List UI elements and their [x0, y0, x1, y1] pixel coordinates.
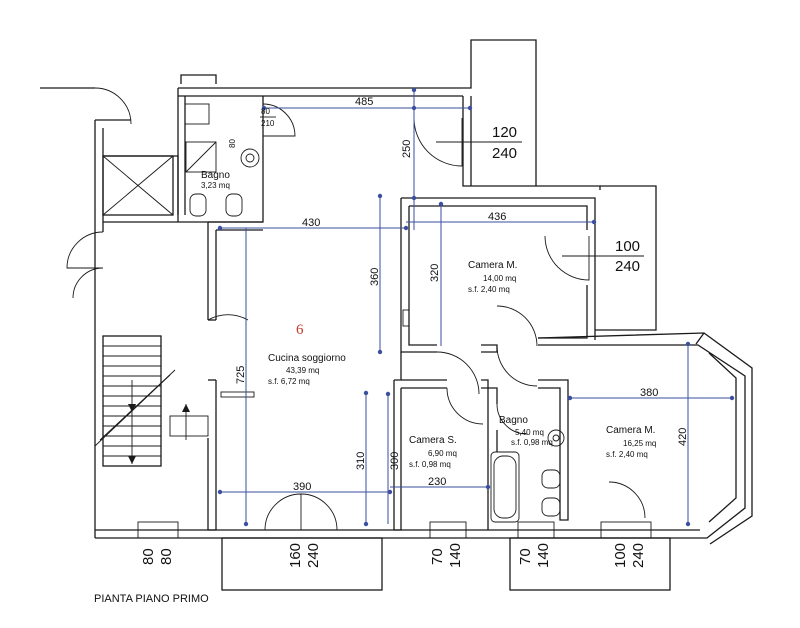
dim-390: 390 — [293, 481, 311, 493]
dim-250: 250 — [401, 140, 413, 158]
room-camera-m-top-area: 14,00 mq — [483, 274, 516, 283]
room-camera-m-right-name: Camera M. — [606, 425, 655, 436]
opening-b2-height: 240 — [305, 543, 322, 568]
room-cucina-name: Cucina soggiorno — [268, 353, 346, 364]
opening-b5-width: 100 — [612, 543, 629, 568]
opening-top-height: 240 — [492, 145, 517, 162]
room-camera-m-top-sf: s.f. 2,40 mq — [468, 285, 510, 294]
room-camera-m-right-area: 16,25 mq — [623, 439, 656, 448]
elevator-shaft — [102, 155, 174, 216]
opening-right-width: 100 — [615, 238, 640, 255]
walls — [40, 39, 753, 545]
bathroom-fixtures — [185, 141, 565, 523]
room-camera-m-right-sf: s.f. 2,40 mq — [606, 450, 648, 459]
room-bagno-bottom-name: Bagno — [499, 415, 528, 426]
dim-430: 430 — [302, 217, 320, 229]
opening-bath-width: 80 — [261, 107, 270, 116]
room-camera-s-area: 6,90 mq — [428, 449, 457, 458]
opening-bath-side: 80 — [228, 139, 237, 148]
dim-380: 380 — [640, 387, 658, 399]
unit-number: 6 — [296, 322, 304, 338]
room-camera-s-name: Camera S. — [409, 435, 457, 446]
dim-230: 230 — [428, 476, 446, 488]
room-cucina-sf: s.f. 6,72 mq — [268, 377, 310, 386]
room-cucina-area: 43,39 mq — [286, 366, 319, 375]
balconies — [221, 537, 671, 591]
dim-300: 300 — [389, 452, 401, 470]
dim-485: 485 — [355, 96, 373, 108]
opening-b3-width: 70 — [429, 548, 446, 565]
window-openings — [137, 103, 652, 539]
opening-b2-width: 160 — [287, 543, 304, 568]
opening-b3-height: 140 — [447, 543, 464, 568]
dim-360: 360 — [369, 268, 381, 286]
opening-b4-height: 140 — [535, 543, 552, 568]
staircase — [94, 335, 209, 467]
room-bagno-top-name: Bagno — [201, 170, 230, 181]
dim-725: 725 — [235, 366, 247, 384]
opening-b1-width: 80 — [140, 548, 157, 565]
dimension-lines — [217, 87, 735, 527]
room-camera-m-top-name: Camera M. — [468, 260, 517, 271]
dim-420: 420 — [677, 428, 689, 446]
doors — [66, 87, 646, 531]
room-camera-s-sf: s.f. 0,98 mq — [409, 460, 451, 469]
opening-top-width: 120 — [492, 124, 517, 141]
room-bagno-bottom-sf: s.f. 0,98 mq — [511, 438, 553, 447]
dim-310: 310 — [355, 452, 367, 470]
opening-b1-height: 80 — [158, 548, 175, 565]
dim-436: 436 — [488, 211, 506, 223]
opening-right-height: 240 — [615, 258, 640, 275]
room-bagno-bottom-area: 5,40 mq — [515, 428, 544, 437]
dim-320: 320 — [429, 264, 441, 282]
opening-bath-height: 210 — [261, 119, 275, 128]
room-bagno-top-area: 3,23 mq — [201, 181, 230, 190]
opening-b5-height: 240 — [630, 543, 647, 568]
plan-caption: PIANTA PIANO PRIMO — [94, 593, 209, 605]
opening-b4-width: 70 — [517, 548, 534, 565]
